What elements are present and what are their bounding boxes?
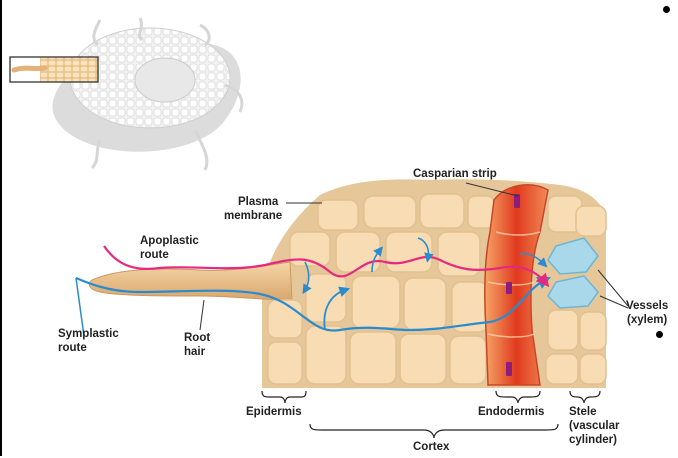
root-cross-section-thumbnail bbox=[10, 18, 242, 170]
root-hair-label-line2: hair bbox=[184, 345, 205, 359]
root-section-enlarged bbox=[76, 179, 628, 438]
symplastic-route-label-line1: Symplastic bbox=[58, 327, 119, 341]
plasma-membrane-label-line1: Plasma bbox=[238, 195, 278, 209]
root-hair-label-line1: Root bbox=[184, 331, 210, 345]
stele-label-line2: (vascular bbox=[569, 419, 620, 433]
stele-label-line3: cylinder) bbox=[569, 433, 617, 447]
casparian-strip-label: Casparian strip bbox=[413, 167, 497, 181]
apoplastic-route-label-line2: route bbox=[140, 248, 169, 262]
vessels-label-line2: (xylem) bbox=[627, 313, 667, 327]
symplastic-route-label-line2: route bbox=[58, 341, 87, 355]
cortex-label: Cortex bbox=[413, 440, 449, 454]
vessels-label-line1: Vessels bbox=[626, 299, 668, 313]
stele-label-line1: Stele bbox=[569, 405, 597, 419]
endodermis-label: Endodermis bbox=[478, 405, 544, 419]
plasma-membrane-label-line2: membrane bbox=[224, 209, 282, 223]
apoplastic-route-label-line1: Apoplastic bbox=[140, 234, 199, 248]
epidermis-label: Epidermis bbox=[246, 405, 302, 419]
